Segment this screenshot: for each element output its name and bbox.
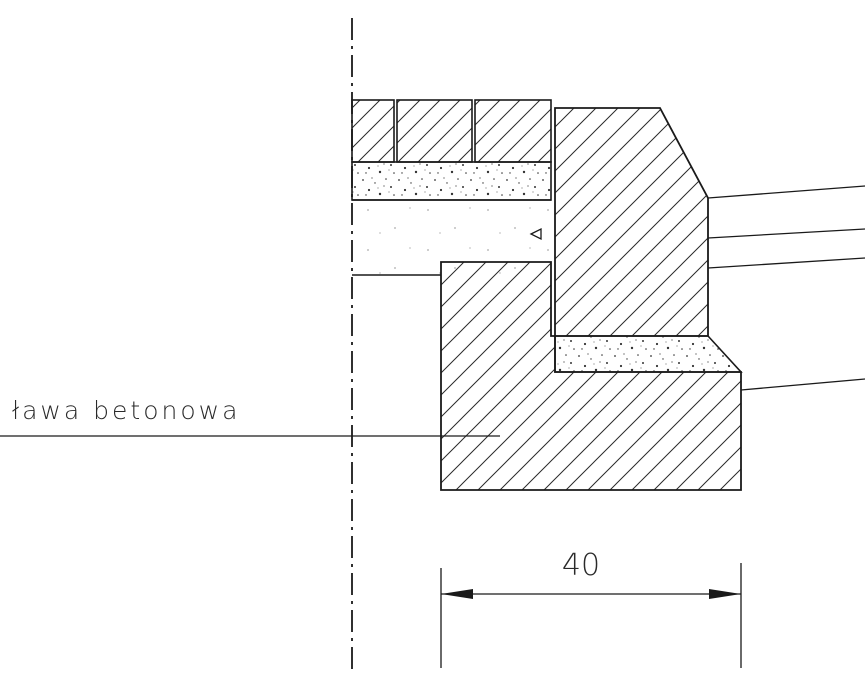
- dimension-value: 40: [562, 548, 600, 583]
- paving-block: [396, 99, 473, 163]
- bedding-sand-layer: [351, 161, 552, 201]
- curb-stone: [554, 107, 709, 337]
- paving-blocks: [351, 99, 552, 163]
- triangle-marker: [529, 227, 542, 241]
- right-leader-lines: [707, 185, 865, 391]
- dimension-arrow-left: [441, 589, 473, 599]
- paving-block: [474, 99, 552, 163]
- label-concrete-bench: ława betonowa: [12, 396, 240, 425]
- dimension-width: 40: [440, 548, 742, 668]
- dimension-arrow-right: [709, 589, 741, 599]
- paving-block: [351, 99, 395, 163]
- curb-bedding-layer: [554, 335, 743, 373]
